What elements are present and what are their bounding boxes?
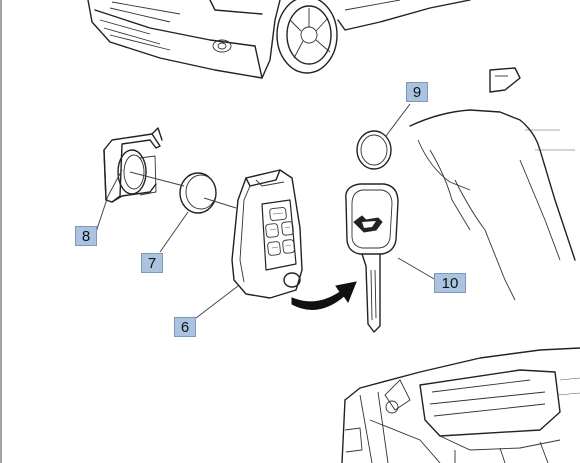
part-7-battery <box>179 172 217 214</box>
part-10-key <box>345 183 399 333</box>
callout-6: 6 <box>174 317 196 337</box>
part-9-ring <box>356 130 392 170</box>
callout-7: 7 <box>141 253 163 273</box>
callout-9: 9 <box>406 82 428 102</box>
direction-arrow <box>291 281 357 310</box>
vehicle-front-illustration <box>87 0 471 79</box>
part-8-key-case-half <box>103 127 163 203</box>
part-6-key-fob <box>231 169 303 299</box>
callout-10: 10 <box>434 273 466 293</box>
interior-illustration <box>409 67 576 301</box>
leader-lines <box>95 103 437 319</box>
engine-bay-illustration <box>341 347 580 463</box>
callout-8: 8 <box>75 226 97 246</box>
